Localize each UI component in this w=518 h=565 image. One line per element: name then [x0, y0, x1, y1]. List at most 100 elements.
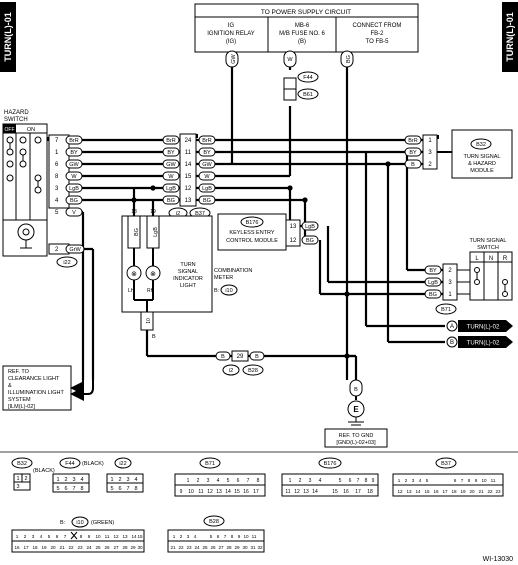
svg-text:METER: METER: [214, 275, 233, 281]
svg-text:15: 15: [332, 489, 338, 495]
svg-text:1: 1: [398, 478, 401, 483]
svg-text:3: 3: [55, 186, 59, 192]
svg-text:(B): (B): [298, 39, 306, 45]
svg-text:15: 15: [424, 489, 430, 494]
svg-text:7: 7: [247, 478, 250, 484]
svg-text:14: 14: [131, 534, 137, 539]
svg-text:30: 30: [242, 545, 248, 550]
svg-text:TO FB-5: TO FB-5: [366, 39, 390, 45]
svg-text:B:: B:: [214, 288, 220, 294]
svg-text:1: 1: [187, 478, 190, 484]
connector-i2: BrR BY GW W LgB BG BrR BY GW W LgB BG 24…: [162, 133, 216, 219]
svg-text:24: 24: [194, 545, 200, 550]
svg-text:13: 13: [122, 534, 128, 539]
svg-text:9: 9: [238, 534, 241, 539]
svg-text:BG: BG: [203, 198, 211, 204]
svg-text:19: 19: [150, 209, 156, 215]
svg-text:B61: B61: [303, 92, 313, 98]
svg-text:13: 13: [185, 198, 192, 204]
svg-text:11: 11: [491, 478, 496, 483]
svg-text:BG: BG: [70, 198, 78, 204]
legend-f44: F44: [65, 461, 74, 467]
svg-text:8: 8: [468, 478, 471, 483]
svg-text:23: 23: [495, 489, 501, 494]
connector-i22-label: i22: [63, 260, 70, 266]
svg-text:MODULE: MODULE: [470, 168, 494, 174]
svg-text:FB-2: FB-2: [370, 31, 384, 37]
svg-text:BG: BG: [167, 198, 175, 204]
svg-text:& HAZARD: & HAZARD: [468, 161, 496, 167]
svg-text:ON: ON: [27, 127, 35, 133]
power-supply-box: TO POWER SUPPLY CIRCUIT IG IGNITION RELA…: [194, 3, 419, 53]
svg-text:3: 3: [428, 150, 432, 156]
svg-text:29: 29: [237, 354, 244, 360]
svg-text:INDICATOR: INDICATOR: [173, 276, 203, 282]
svg-text:W: W: [71, 174, 77, 180]
svg-text:B: B: [255, 354, 259, 360]
svg-text:25: 25: [95, 545, 101, 550]
svg-text:IGNITION RELAY: IGNITION RELAY: [207, 31, 255, 37]
ground-e: B E REF. TO GND [GND(L)-02+03]: [324, 379, 388, 448]
svg-text:M/B FUSE NO. 6: M/B FUSE NO. 6: [279, 31, 325, 37]
svg-text:4: 4: [55, 198, 59, 204]
svg-text:9: 9: [372, 478, 375, 484]
svg-text:7: 7: [461, 478, 464, 483]
svg-text:[ILM(L)-02]: [ILM(L)-02]: [8, 404, 35, 410]
svg-text:3: 3: [207, 478, 210, 484]
svg-text:20: 20: [469, 489, 475, 494]
svg-text:(BLACK): (BLACK): [33, 468, 55, 474]
svg-text:11: 11: [252, 534, 257, 539]
svg-text:4: 4: [217, 478, 220, 484]
svg-text:KEYLESS ENTRY: KEYLESS ENTRY: [229, 230, 274, 236]
svg-text:W: W: [204, 174, 210, 180]
svg-text:27: 27: [218, 545, 224, 550]
svg-text:BG: BG: [306, 238, 314, 244]
svg-text:22: 22: [68, 545, 74, 550]
svg-text:B: B: [221, 354, 225, 360]
svg-text:14: 14: [225, 489, 231, 495]
svg-text:28: 28: [122, 545, 128, 550]
svg-text:23: 23: [186, 545, 192, 550]
legend-b71: B71: [205, 461, 215, 467]
svg-text:BrR: BrR: [69, 138, 79, 144]
svg-text:6: 6: [55, 162, 59, 168]
svg-text:CONNECT FROM: CONNECT FROM: [353, 23, 402, 29]
svg-text:B: B: [354, 387, 358, 393]
page-tag-left: TURN(L)-01: [0, 2, 16, 72]
legend-b37: B37: [441, 461, 451, 467]
svg-text:3: 3: [412, 478, 415, 483]
svg-text:BY: BY: [203, 150, 211, 156]
svg-text:11: 11: [105, 534, 110, 539]
svg-text:LgB: LgB: [69, 186, 79, 192]
svg-text:COMBINATION: COMBINATION: [214, 268, 252, 274]
ref-clearance-light: REF. TO CLEARANCE LIGHT & ILLUMINATION L…: [2, 365, 94, 411]
svg-text:11: 11: [198, 489, 203, 495]
svg-text:4: 4: [319, 478, 322, 484]
svg-text:13: 13: [216, 489, 222, 495]
connector-i10-label: i10: [225, 288, 232, 294]
svg-text:B:: B:: [60, 520, 66, 526]
svg-text:1: 1: [16, 534, 19, 539]
svg-text:12: 12: [207, 489, 213, 495]
svg-text:12: 12: [397, 489, 403, 494]
svg-text:BY: BY: [409, 150, 417, 156]
svg-text:13: 13: [303, 489, 309, 495]
svg-text:32: 32: [257, 545, 263, 550]
svg-text:BY: BY: [167, 150, 175, 156]
svg-text:(BLACK): (BLACK): [82, 461, 104, 467]
svg-text:3: 3: [448, 280, 452, 286]
svg-text:2: 2: [197, 478, 200, 484]
svg-text:8: 8: [257, 478, 260, 484]
svg-text:18: 18: [451, 489, 457, 494]
wire-label-bg: BG: [346, 55, 352, 63]
svg-text:F44: F44: [303, 75, 312, 81]
svg-text:18: 18: [32, 545, 38, 550]
turn-signal-hazard-module: B32 TURN SIGNAL & HAZARD MODULE 1 3 2 Br…: [404, 129, 513, 179]
svg-text:REF. TO: REF. TO: [8, 369, 30, 375]
svg-text:22: 22: [487, 489, 493, 494]
wire-label-gw: GW: [231, 53, 237, 63]
svg-text:(GREEN): (GREEN): [91, 520, 114, 526]
svg-text:GrW: GrW: [69, 247, 81, 253]
svg-text:16: 16: [243, 489, 249, 495]
rh-lamp-icon: ⊗: [150, 271, 156, 278]
